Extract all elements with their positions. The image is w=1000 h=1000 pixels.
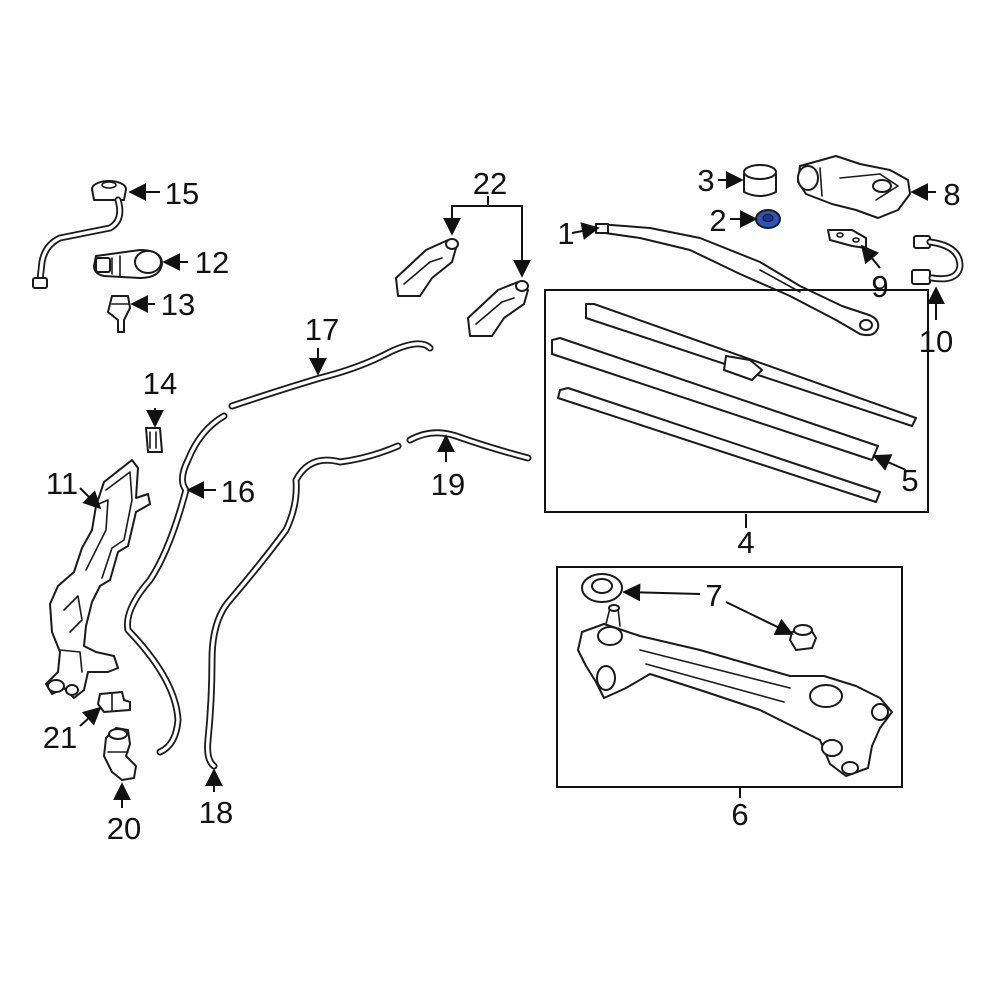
- part-20-pump[interactable]: [103, 727, 137, 781]
- callout-15: 15: [165, 176, 199, 211]
- callout-3: 3: [697, 163, 714, 198]
- callout-labels: 1 2 3 4 5 6 7 8 9 10 11 12 13 14 15 16 1…: [43, 163, 961, 846]
- callout-11: 11: [46, 466, 78, 501]
- callout-19: 19: [431, 467, 465, 502]
- callout-8: 8: [943, 177, 960, 212]
- part-3-cap[interactable]: [743, 164, 777, 197]
- leader-lines: [79, 171, 945, 808]
- callout-13: 13: [161, 287, 195, 322]
- part-5-refill: [557, 387, 881, 503]
- part-14-bracket[interactable]: [145, 427, 163, 453]
- callout-18: 18: [199, 795, 233, 830]
- callout-22: 22: [473, 166, 507, 201]
- callout-7: 7: [705, 578, 722, 613]
- part-19-hose[interactable]: [406, 429, 532, 462]
- callout-14: 14: [143, 366, 177, 401]
- part-4-blade-middle: [551, 337, 879, 461]
- part-12-sensor[interactable]: [93, 249, 163, 279]
- callout-9: 9: [871, 269, 888, 304]
- callout-4: 4: [737, 525, 754, 560]
- callout-21: 21: [43, 720, 77, 755]
- part-6-linkage[interactable]: [577, 604, 893, 777]
- callout-17: 17: [305, 312, 339, 347]
- part-21-fitting[interactable]: [97, 691, 131, 713]
- part-8-wiper-motor[interactable]: [797, 155, 911, 219]
- callout-10: 10: [919, 324, 953, 359]
- callout-1: 1: [557, 216, 574, 251]
- part-9-bracket[interactable]: [827, 229, 867, 249]
- part-22-nozzle-left[interactable]: [395, 238, 459, 297]
- part-22-nozzle-right[interactable]: [467, 280, 529, 337]
- part-2-nut-highlighted[interactable]: [755, 209, 781, 229]
- part-15-pump-harness[interactable]: [32, 180, 127, 289]
- part-4-blade-clip: [723, 355, 763, 381]
- part-18-hose[interactable]: [204, 442, 402, 770]
- part-7-nut[interactable]: [789, 624, 817, 651]
- box-6-wiper-linkage: [556, 566, 903, 788]
- callout-16: 16: [221, 474, 255, 509]
- callout-12: 12: [195, 245, 229, 280]
- box-4-wiper-blade: [544, 289, 929, 513]
- part-11-reservoir[interactable]: [45, 459, 151, 699]
- callout-5: 5: [901, 463, 918, 498]
- part-16-hose[interactable]: [123, 412, 228, 756]
- part-17-hose[interactable]: [228, 340, 434, 410]
- part-10-connector-harness[interactable]: [911, 235, 964, 285]
- part-1-wiper-arm[interactable]: [595, 223, 880, 337]
- part-7-grommet[interactable]: [581, 573, 623, 603]
- callout-6: 6: [731, 797, 748, 832]
- callout-2: 2: [709, 203, 726, 238]
- callout-20: 20: [107, 811, 141, 846]
- part-13-clip[interactable]: [107, 295, 131, 333]
